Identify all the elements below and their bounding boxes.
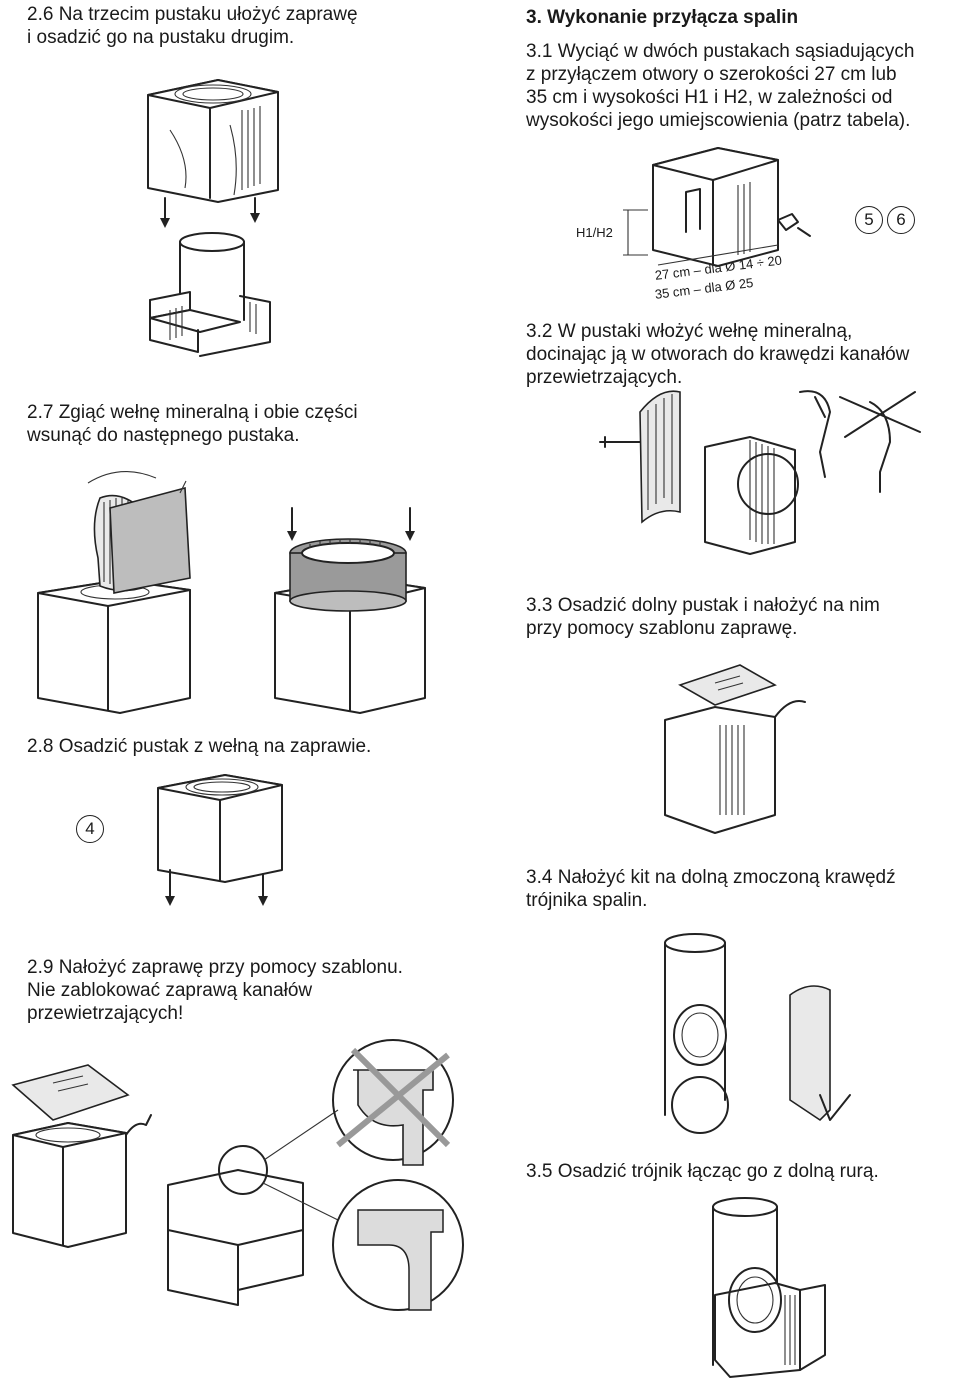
step-3-4-illustration (664, 933, 851, 1134)
step-2-6-text: 2.6 Na trzecim pustaku ułożyć zaprawę i … (27, 4, 358, 48)
step-3-1-badge-6: 6 (887, 206, 915, 234)
step-3-1-badge-5: 5 (855, 206, 883, 234)
step-3-1-text: 3.1 Wyciąć w dwóch pustakach sąsiadujący… (526, 41, 915, 131)
section-3-heading: 3. Wykonanie przyłącza spalin (526, 7, 799, 28)
step-2-8-badge: 4 (76, 815, 104, 843)
step-2-8-illustration (157, 774, 283, 906)
step-2-6-illustration (147, 79, 279, 357)
step-3-5-text: 3.5 Osadzić trójnik łącząc go z dolną ru… (526, 1161, 879, 1182)
step-3-2-illustration (599, 390, 921, 555)
step-3-3-illustration (664, 664, 806, 834)
step-3-3-text: 3.3 Osadzić dolny pustak i nałożyć na ni… (526, 595, 880, 639)
step-2-7-illustration (37, 471, 426, 714)
height-label: H1/H2 (576, 225, 613, 240)
step-2-9-text: 2.9 Nałożyć zaprawę przy pomocy szablonu… (27, 957, 403, 1024)
step-3-5-illustration (712, 1197, 826, 1378)
step-2-7-text: 2.7 Zgiąć wełnę mineralną i obie części … (27, 402, 358, 446)
step-3-2-text: 3.2 W pustaki włożyć wełnę mineralną, do… (526, 321, 910, 388)
step-3-4-text: 3.4 Nałożyć kit na dolną zmoczoną krawęd… (526, 867, 896, 911)
step-2-8-text: 2.8 Osadzić pustak z wełną na zaprawie. (27, 736, 372, 757)
step-3-1-illustration (623, 147, 811, 267)
step-2-9-illustration (11, 1039, 464, 1311)
